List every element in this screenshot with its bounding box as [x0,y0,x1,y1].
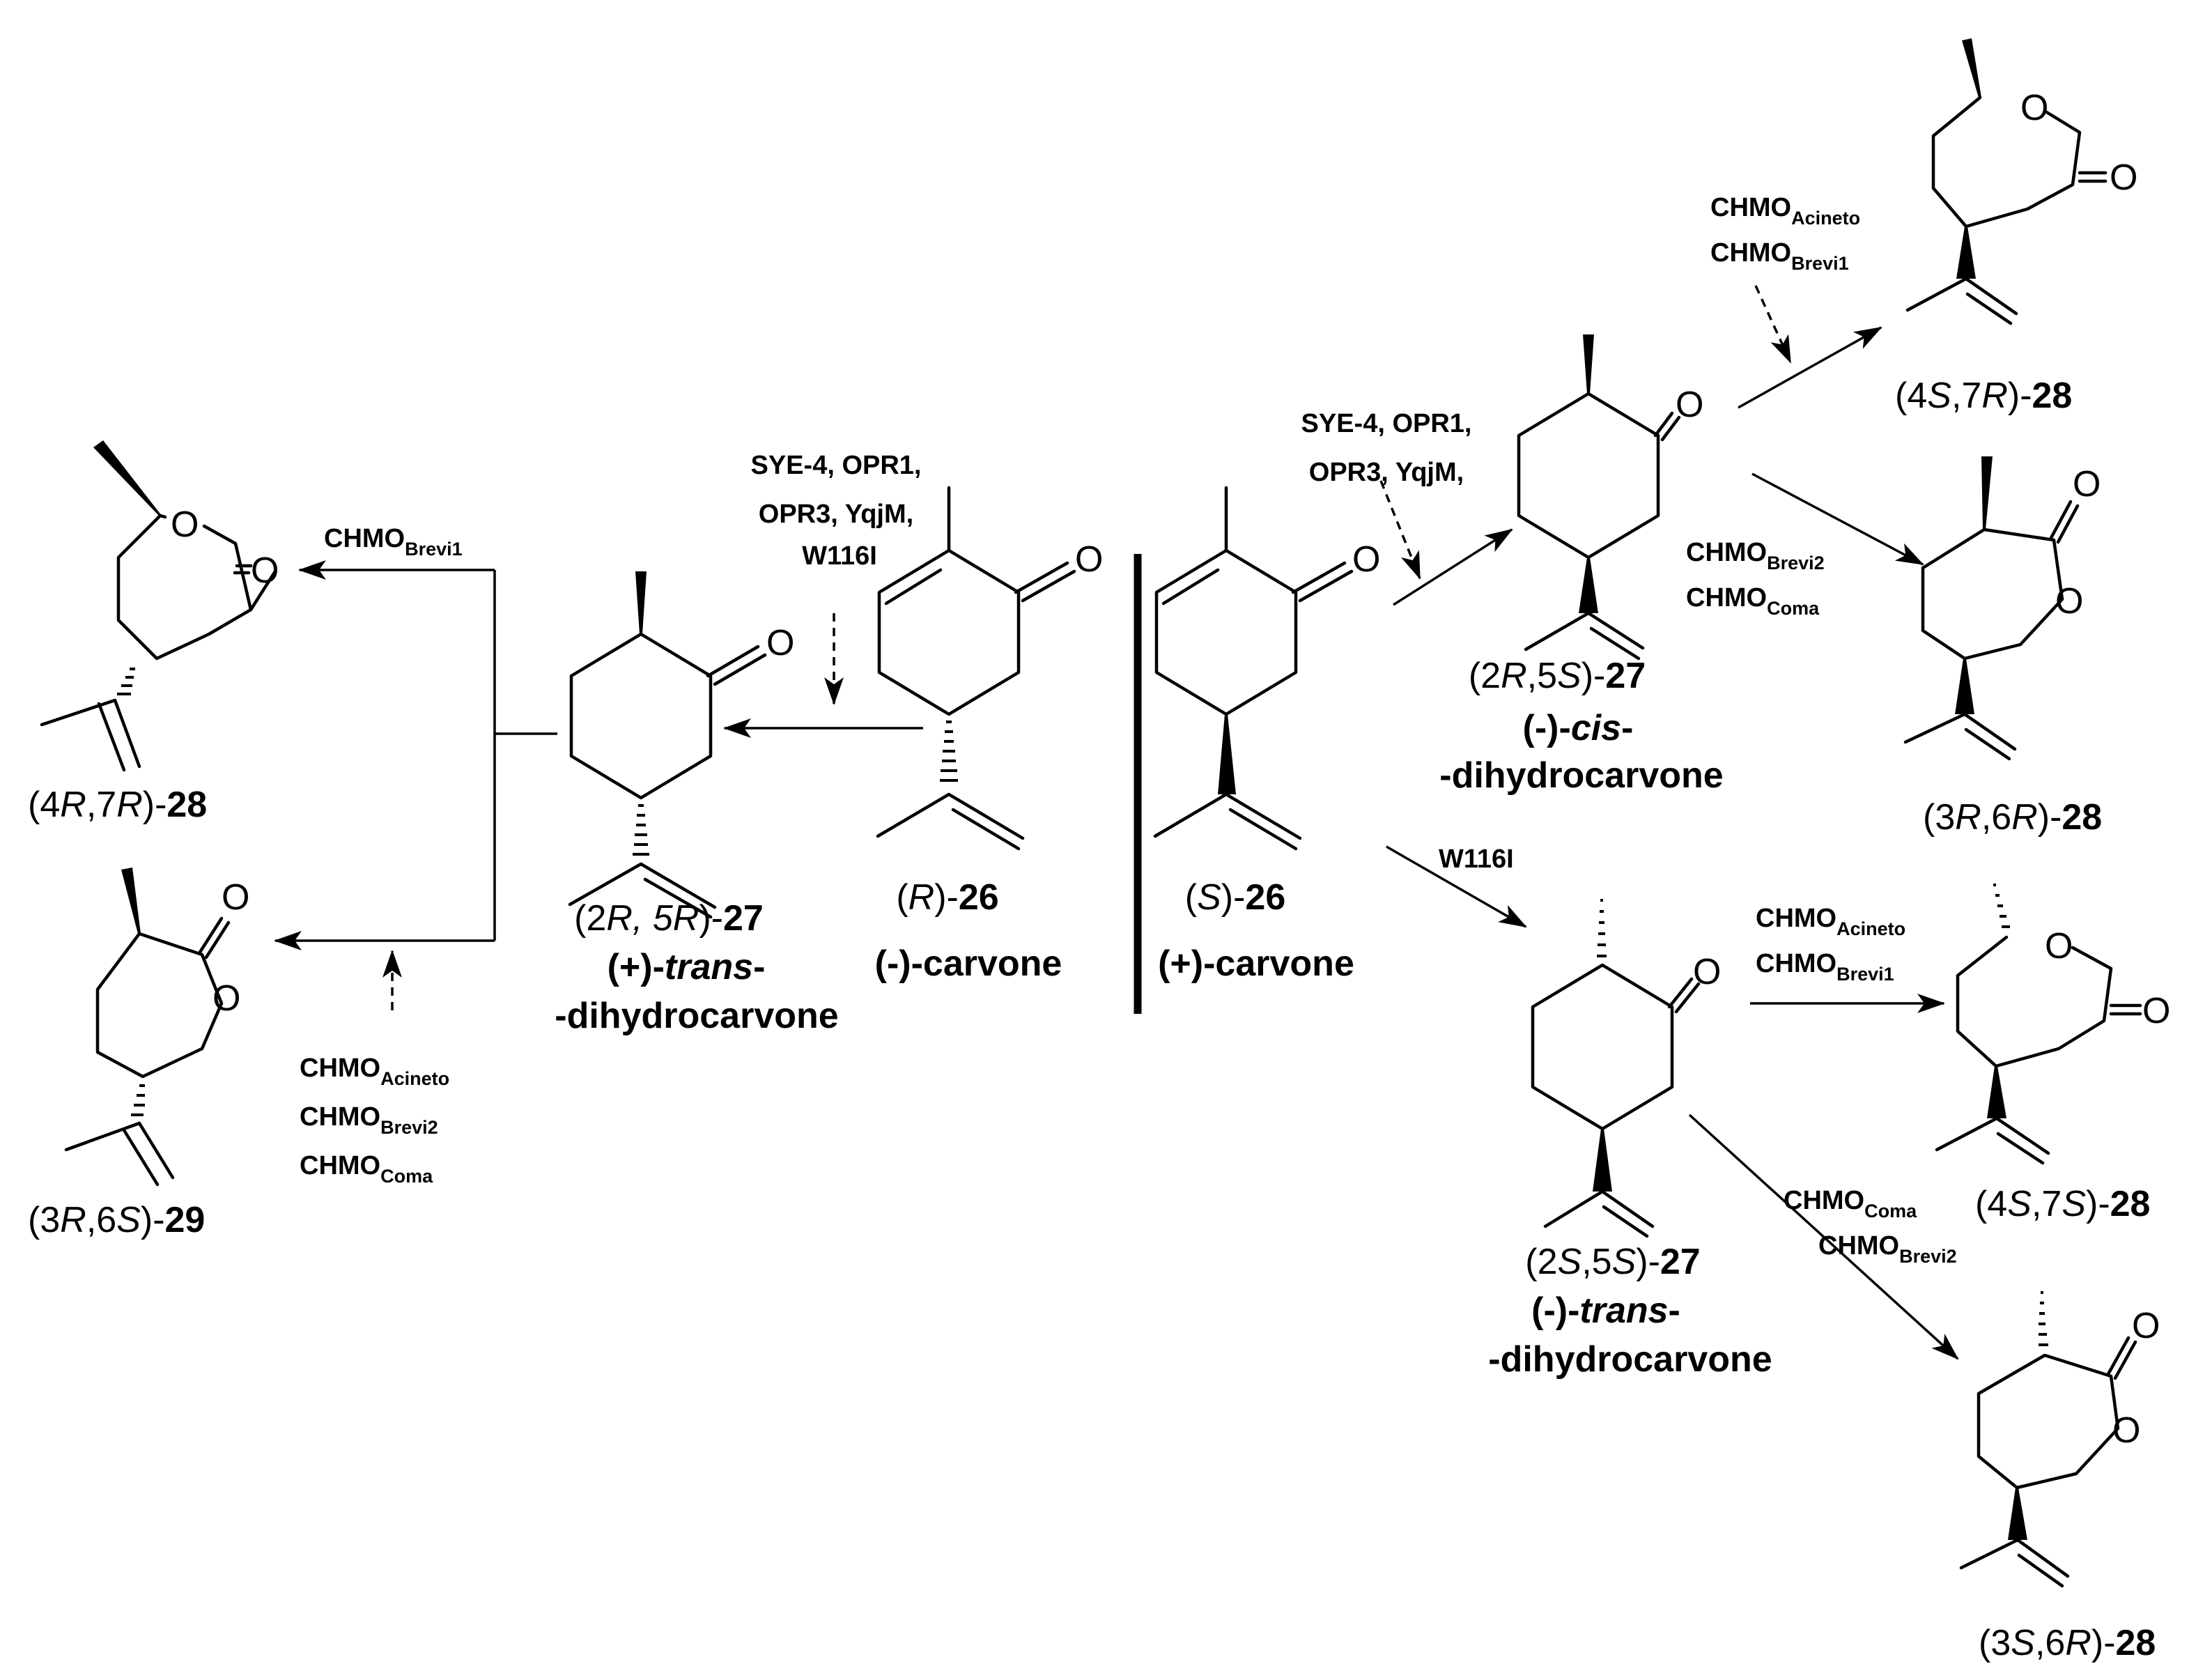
lactone-3r6r-28-structure: O O [1903,456,2101,761]
oxygen-atom: O [2112,1410,2140,1451]
reagent-chmo-brevi2: CHMOBrevi2 [1818,1231,1957,1267]
lactone-4s7r-28-structure: O O [1905,38,2137,325]
reaction-arrow [1393,528,1513,606]
wedge-bond [1987,1066,2006,1118]
compound-3s6r-28-label: (3S,6R)-28 [1979,1623,2156,1663]
trans-dihydrocarvone-2s5s-structure: O [1531,899,1721,1238]
compound-2s5s-27-name-line2: -dihydrocarvone [1488,1339,1772,1380]
r-carvone-structure: O [876,486,1103,851]
compound-3r6r-28-label: (3R,6R)-28 [1923,797,2102,838]
oxygen-atom: O [2110,157,2137,198]
s-carvone-structure: O [1153,486,1380,851]
compound-r26-name: (-)-carvone [875,943,1062,984]
compound-cis-27-name-line2: -dihydrocarvone [1439,755,1723,796]
hashed-wedge-bond [633,804,649,856]
oxygen-atom: O [1693,952,1721,992]
hashed-wedge-bond [131,1084,145,1116]
compound-r26-label: (R)-26 [896,877,998,918]
reagent-chmo-brevi1: CHMOBrevi1 [324,524,463,560]
compound-3r6s-29-label: (3R,6S)-29 [28,1200,205,1240]
compound-s26-label: (S)-26 [1185,877,1286,918]
oxygen-atom: O [222,877,249,918]
wedge-bond [635,571,647,634]
compound-cis-27-name: (-)-cis- [1523,708,1634,748]
oxygen-atom: O [2020,88,2048,128]
reagent-ere-left-2: OPR3, YqjM, [759,500,913,529]
oxygen-atom: O [2132,1306,2160,1346]
hashed-wedge-bond [117,668,135,695]
lactone-4r7r-28-structure: O O [40,440,279,772]
compound-2s5s-27-label: (2S,5S)-27 [1525,1242,1700,1282]
wedge-bond [93,440,162,516]
compound-2r5r-27-name-line2: -dihydrocarvone [555,996,838,1036]
reaction-arrow [1386,845,1527,928]
oxygen-atom: O [1352,539,1380,580]
trans-dihydrocarvone-2r5r-structure: O [568,571,794,919]
oxygen-atom: O [2142,991,2170,1031]
lactone-3r6s-29-structure: O O [64,868,249,1187]
reagent-chmo-acineto: CHMOAcineto [300,1054,449,1089]
compound-cis-27-label: (2R,5S)-27 [1469,656,1646,696]
wedge-bond [121,868,141,934]
lactone-3s6r-28-structure: O O [1959,1291,2160,1588]
reaction-arrow [1751,472,1924,566]
oxygen-atom: O [212,978,240,1019]
dashed-arrow [1754,285,1792,364]
reaction-arrow [1738,326,1882,409]
wedge-bond [1593,1129,1612,1192]
reagent-ere-left-1: SYE-4, OPR1, [751,451,922,480]
wedge-bond [1579,557,1598,613]
reagent-ere-right-1: SYE-4, OPR1, [1301,409,1472,438]
oxygen-atom: O [2055,581,2083,622]
compound-4s7r-28-label: (4S,7R)-28 [1895,376,2072,416]
compound-s26-name: (+)-carvone [1158,943,1354,984]
oxygen-atom: O [2045,926,2073,966]
oxygen-atom: O [171,504,199,545]
hashed-wedge-bond [2039,1291,2048,1346]
wedge-bond [1218,714,1236,794]
oxygen-atom: O [1676,385,1703,425]
reagent-chmo-acineto: CHMOAcineto [1756,904,1905,939]
reagent-chmo-brevi1: CHMOBrevi1 [1756,949,1894,985]
reagent-chmo-acineto: CHMOAcineto [1710,193,1860,229]
hashed-wedge-bond [1993,884,2010,928]
wedge-bond [1956,226,1976,279]
compound-2r5r-27-label: (2R, 5R)-27 [574,898,764,939]
wedge-bond [1981,456,1993,530]
compound-4r7r-28-label: (4R,7R)-28 [28,785,207,825]
reagent-chmo-brevi2: CHMOBrevi2 [300,1102,438,1138]
compound-2r5r-27-name: (+)-trans- [608,947,766,987]
hashed-wedge-bond [940,720,958,782]
reagent-ere-left-3: W116I [802,541,877,571]
oxygen-atom: O [1075,539,1103,580]
hashed-wedge-bond [1597,899,1607,957]
oxygen-atom: O [766,623,794,663]
reagent-w116i: W116I [1439,845,1514,874]
cis-dihydrocarvone-2r5s-structure: O [1517,334,1703,661]
compound-2s5s-27-name: (-)-trans- [1531,1290,1680,1331]
wedge-bond [1955,658,1974,714]
reagent-chmo-coma: CHMOComa [300,1151,433,1187]
dashed-arrow [1379,480,1421,580]
oxygen-atom: O [251,550,279,591]
wedge-bond [1962,38,1981,98]
reagent-chmo-coma: CHMOComa [1784,1186,1917,1221]
oxygen-atom: O [2073,464,2101,504]
reagent-chmo-coma: CHMOComa [1686,583,1820,619]
compound-4s7s-28-label: (4S,7S)-28 [1975,1184,2150,1224]
reagent-chmo-brevi1: CHMOBrevi1 [1710,238,1849,274]
wedge-bond [2008,1488,2027,1540]
reagent-chmo-brevi2: CHMOBrevi2 [1686,538,1825,573]
reagent-ere-right-2: OPR3, YqjM, [1309,458,1464,487]
lactone-4s7s-28-structure: O O [1935,884,2170,1165]
wedge-bond [1583,334,1594,394]
reaction-arrow [1688,1113,1959,1360]
